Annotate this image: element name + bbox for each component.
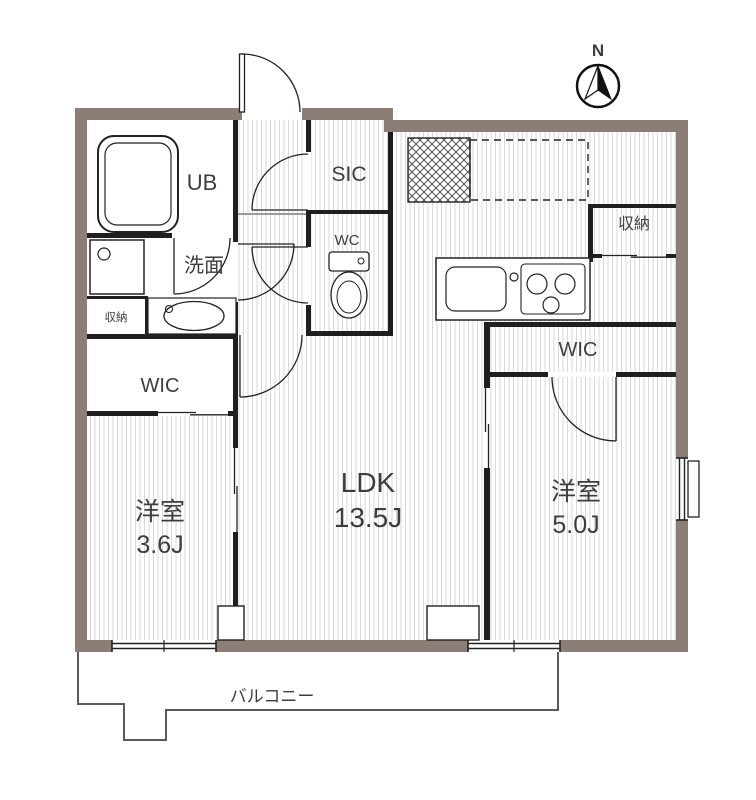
balcony-outline [77, 652, 559, 741]
wic-left-sliding-door [158, 411, 228, 416]
bedroom-left-sliding-door [233, 448, 238, 532]
label-ldk-size: 13.5J [334, 502, 403, 533]
wic-right-floor [490, 327, 676, 372]
label-storage-right: 収納 [618, 215, 650, 233]
bedroom-left-balcony-window [111, 640, 217, 652]
hatched-area-icon [407, 137, 471, 203]
kitchen-counter-icon [435, 257, 591, 321]
label-bedroom-left-name: 洋室 [135, 498, 185, 526]
ub-door [173, 237, 231, 295]
fixtures [89, 135, 591, 335]
pillar [426, 605, 480, 641]
entry-door [238, 53, 301, 113]
label-ldk-name: LDK [341, 467, 396, 498]
label-balcony: バルコニー [230, 687, 315, 706]
floor-stripes [87, 120, 676, 640]
pillars [217, 605, 480, 641]
label-bedroom-right-name: 洋室 [551, 478, 601, 506]
bedroom-right-floor [490, 377, 676, 640]
washroom-door [237, 243, 295, 301]
compass-needle-east [597, 65, 613, 101]
ldk-floor [306, 331, 484, 640]
label-storage-left: 収納 [105, 311, 128, 324]
doors [158, 53, 666, 532]
label-bedroom-left-size: 3.6J [136, 531, 183, 559]
washbasin-icon [147, 297, 237, 335]
hall-floor [238, 120, 306, 640]
toilet-icon [328, 251, 370, 319]
windows [111, 457, 700, 652]
sic-floor [311, 120, 388, 210]
refrigerator-space-dashed [469, 139, 589, 201]
bedroom-right-sliding-door [484, 388, 490, 468]
label-sic: SIC [331, 163, 366, 186]
label-wc: WC [335, 232, 360, 249]
label-wic-left: WIC [141, 375, 180, 397]
pillar [217, 605, 245, 641]
label-wic-right: WIC [559, 339, 598, 361]
wc-door [251, 246, 309, 304]
compass-label: N [592, 41, 604, 60]
label-ub: UB [187, 170, 218, 195]
room-labels: UB 洗面 収納 WIC 洋室 3.6J SIC WC 収納 WIC LDK 1… [105, 163, 651, 706]
label-bedroom-right-size: 5.0J [552, 511, 599, 539]
bathtub-icon [97, 135, 179, 233]
wic-right-door [551, 376, 617, 442]
storage-right-folding-door [602, 254, 666, 258]
washing-machine-icon [89, 239, 145, 295]
bedroom-left-floor [87, 416, 233, 640]
sic-door [251, 153, 309, 211]
label-washroom: 洗面 [184, 254, 224, 277]
ldk-balcony-window [467, 640, 561, 652]
inner-walls [87, 120, 676, 652]
bedroom-right-side-window [676, 457, 700, 521]
outer-walls [75, 108, 688, 652]
compass: N [575, 41, 621, 109]
hall-ldk-door [239, 334, 303, 398]
